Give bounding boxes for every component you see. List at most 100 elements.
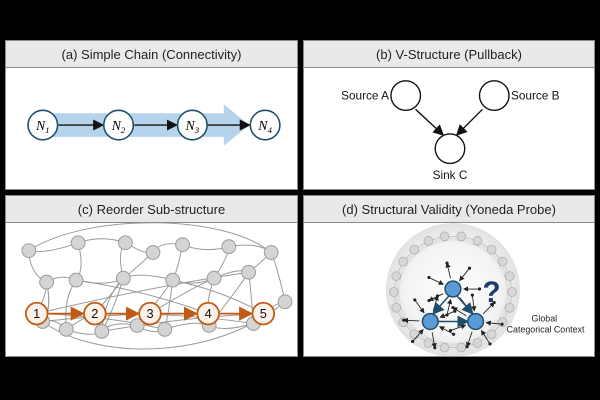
ring-node: [497, 317, 508, 328]
ring-edge: [491, 291, 513, 335]
ring-edge: [403, 236, 445, 262]
ring-node: [472, 236, 483, 246]
probe-dot: [445, 261, 449, 265]
ring-node: [439, 231, 450, 242]
probe-dot: [427, 275, 431, 280]
ring-node: [391, 271, 402, 281]
node-sink-c: [434, 133, 466, 165]
panel-structural-validity: (d) Structural Validity (Yoneda Probe): [303, 195, 595, 357]
simple-chain-diagram: N1 N2 N3 N4: [27, 104, 281, 146]
gray-node: [175, 237, 190, 253]
probe-arrow: [402, 317, 420, 324]
probe-arrows: [402, 261, 504, 350]
gray-node: [39, 274, 54, 290]
probe-arrow: [465, 331, 473, 348]
gray-node: [58, 322, 74, 337]
probe-arrow: [412, 328, 424, 342]
ring-node: [497, 256, 508, 267]
gray-edge: [28, 223, 272, 254]
probe-arrow: [446, 298, 453, 316]
probe-dot: [470, 293, 474, 297]
node-source-b: [478, 80, 510, 111]
svg-text:N4: N4: [257, 118, 272, 135]
probe-arrow: [485, 320, 503, 326]
question-mark: ?: [482, 276, 500, 309]
ring-node: [389, 287, 399, 297]
svg-text:N1: N1: [35, 118, 50, 135]
ring-node: [486, 329, 497, 340]
probe-arrow: [459, 267, 470, 282]
chain-node-2: 2: [83, 301, 107, 326]
probe-node-right: [466, 312, 485, 331]
ring-edge: [502, 276, 510, 323]
node-n2: N2: [103, 109, 135, 141]
node-source-a: [390, 80, 422, 111]
ring-node: [456, 231, 467, 242]
panel-title: (a) Simple Chain (Connectivity): [6, 41, 297, 68]
ring-node: [423, 236, 434, 246]
ring-node: [391, 302, 402, 313]
ring-node: [472, 338, 483, 348]
gray-edge: [36, 269, 250, 315]
gray-edge: [270, 252, 288, 303]
panel-title: (c) Reorder Sub-structure: [6, 196, 297, 223]
probe-arrow: [439, 326, 454, 335]
node-n4: N4: [249, 109, 281, 141]
ring-edge: [396, 240, 429, 277]
label-source-a: Source A: [341, 88, 389, 102]
gray-node: [116, 270, 131, 286]
probe-arrow: [445, 262, 451, 279]
ring-node: [409, 329, 420, 340]
probe-dot: [449, 328, 453, 333]
svg-text:N3: N3: [185, 118, 200, 135]
probe-dot: [492, 300, 496, 305]
ring-node: [504, 271, 515, 281]
chain-node-label: 5: [260, 306, 267, 321]
gray-node: [221, 239, 237, 255]
probe-dot: [465, 345, 469, 349]
yoneda-probe-diagram: ? Global Categorical Context: [385, 223, 585, 356]
probe-arrow: [431, 332, 437, 349]
gray-node: [206, 270, 222, 286]
ring-node: [409, 244, 420, 255]
panel-reorder-substructure: (c) Reorder Sub-structure 1 2 3 4 5: [5, 195, 298, 357]
context-ring-nodes: [389, 231, 517, 353]
probe-dot: [477, 287, 482, 291]
probe-dot: [427, 298, 431, 303]
context-label: Global Categorical Context: [507, 314, 585, 335]
probe-dot: [467, 266, 472, 270]
chain-node-label: 1: [33, 306, 40, 321]
chain-node-label: 3: [146, 306, 153, 321]
gray-node: [165, 272, 181, 288]
ring-edge: [477, 307, 510, 344]
panel-v-structure: (b) V-Structure (Pullback) Source A Sour…: [303, 40, 595, 190]
panel-title: (b) V-Structure (Pullback): [304, 41, 594, 68]
probe-dot: [500, 322, 504, 326]
edge-source-a-sink: [415, 108, 445, 136]
label-sink-c: Sink C: [433, 168, 468, 182]
v-structure-diagram: Source A Source B Sink C: [341, 80, 560, 182]
ring-edge: [395, 261, 404, 308]
orange-chain-nodes: 1 2 3 4 5: [25, 301, 276, 326]
probe-dot: [413, 298, 417, 302]
ring-edge: [393, 291, 415, 335]
gray-node: [241, 264, 256, 280]
ring-edge: [414, 236, 462, 250]
probe-arrow: [480, 329, 491, 345]
ring-edge: [444, 334, 492, 348]
probe-dot: [488, 342, 492, 346]
gray-node: [94, 323, 110, 339]
ring-node: [423, 338, 434, 348]
triangle-edges: [432, 295, 474, 328]
ring-node: [486, 244, 497, 255]
probe-arrow: [414, 299, 425, 314]
ring-edge: [502, 261, 510, 308]
chain-node-1: 1: [25, 301, 49, 326]
ring-edge: [461, 236, 503, 262]
chain-node-4: 4: [196, 301, 220, 326]
reorder-substructure-diagram: 1 2 3 4 5: [21, 223, 293, 350]
ring-node: [456, 342, 467, 353]
gray-node: [70, 235, 86, 251]
gray-edge: [123, 274, 174, 282]
chain-node-label: 2: [91, 306, 98, 321]
